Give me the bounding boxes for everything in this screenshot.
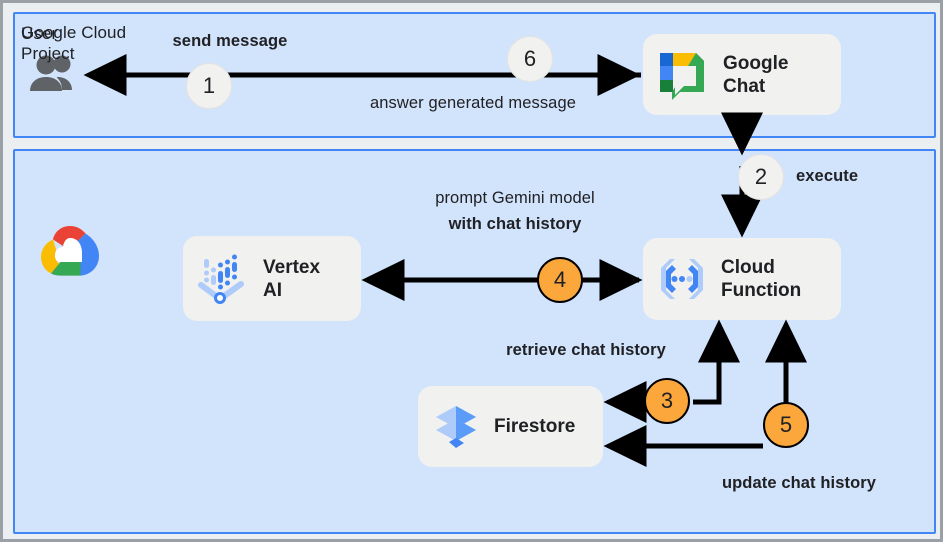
- node-firestore[interactable]: Firestore: [418, 386, 603, 467]
- users-icon: [28, 55, 80, 98]
- vertex-ai-icon: [191, 253, 253, 305]
- node-google-chat-label: Google Chat: [723, 52, 789, 97]
- node-firestore-label: Firestore: [494, 416, 576, 437]
- step-badge-1[interactable]: 1: [186, 63, 232, 109]
- edge-label-answer-generated-message: answer generated message: [369, 94, 577, 112]
- google-cloud-icon: [39, 224, 101, 281]
- cloud-function-icon: [651, 253, 713, 305]
- edge-label-send-message: send message: [172, 32, 288, 50]
- edge-label-prompt-gemini-model: prompt Gemini model: [435, 189, 595, 207]
- step-badge-6[interactable]: 6: [507, 36, 553, 82]
- step-badge-5[interactable]: 5: [763, 402, 809, 448]
- node-vertex-ai[interactable]: Vertex AI: [183, 236, 361, 321]
- step-badge-4[interactable]: 4: [537, 257, 583, 303]
- node-google-chat[interactable]: Google Chat: [643, 34, 841, 115]
- step-badge-2[interactable]: 2: [738, 154, 784, 200]
- edge-label-execute: execute: [796, 167, 859, 185]
- edge-label-with-chat-history: with chat history: [448, 215, 582, 233]
- step-badge-3[interactable]: 3: [644, 378, 690, 424]
- panel-user-title: User: [21, 24, 58, 43]
- firestore-icon: [428, 401, 486, 453]
- node-cloud-function-label: Cloud Function: [721, 257, 802, 301]
- node-vertex-ai-label: Vertex AI: [263, 256, 321, 301]
- edge-label-retrieve-chat-history: retrieve chat history: [506, 341, 666, 359]
- google-chat-icon: [651, 50, 713, 100]
- panel-gcp-title: Google Cloud Project: [21, 23, 127, 63]
- edge-label-update-chat-history: update chat history: [721, 474, 877, 492]
- node-cloud-function[interactable]: Cloud Function: [643, 238, 841, 320]
